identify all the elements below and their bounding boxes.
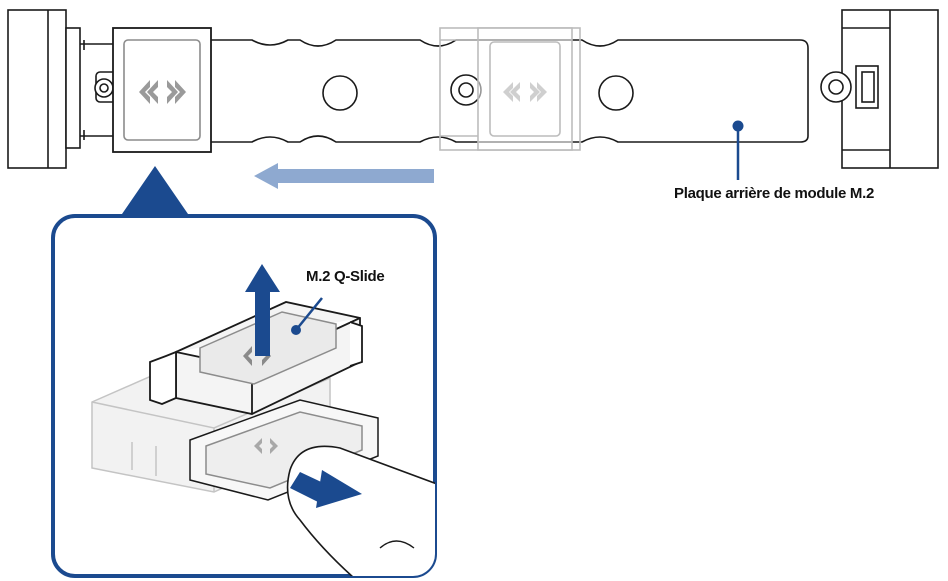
standoff-screw-right [820,71,852,103]
standoff-screw-middle [450,74,482,106]
double-chevron-icon [139,80,186,104]
backplate-leader [732,120,744,180]
double-chevron-icon [503,82,547,102]
arrow-right-icon [290,470,362,508]
right-bracket [841,9,939,169]
qslide-label: M.2 Q-Slide [306,268,385,285]
qslide-ghost-position [439,27,581,151]
detail-inset [91,264,435,576]
double-chevron-icon [254,438,278,454]
qslide-locked [112,27,212,153]
plate-hole-2 [598,75,634,111]
arrow-left-icon [254,163,434,189]
arrow-up-icon [245,264,280,356]
callout-pointer [122,166,188,214]
plate-hole-1 [322,75,358,111]
backplate-label: Plaque arrière de module M.2 [674,185,875,202]
left-bracket [7,9,114,169]
